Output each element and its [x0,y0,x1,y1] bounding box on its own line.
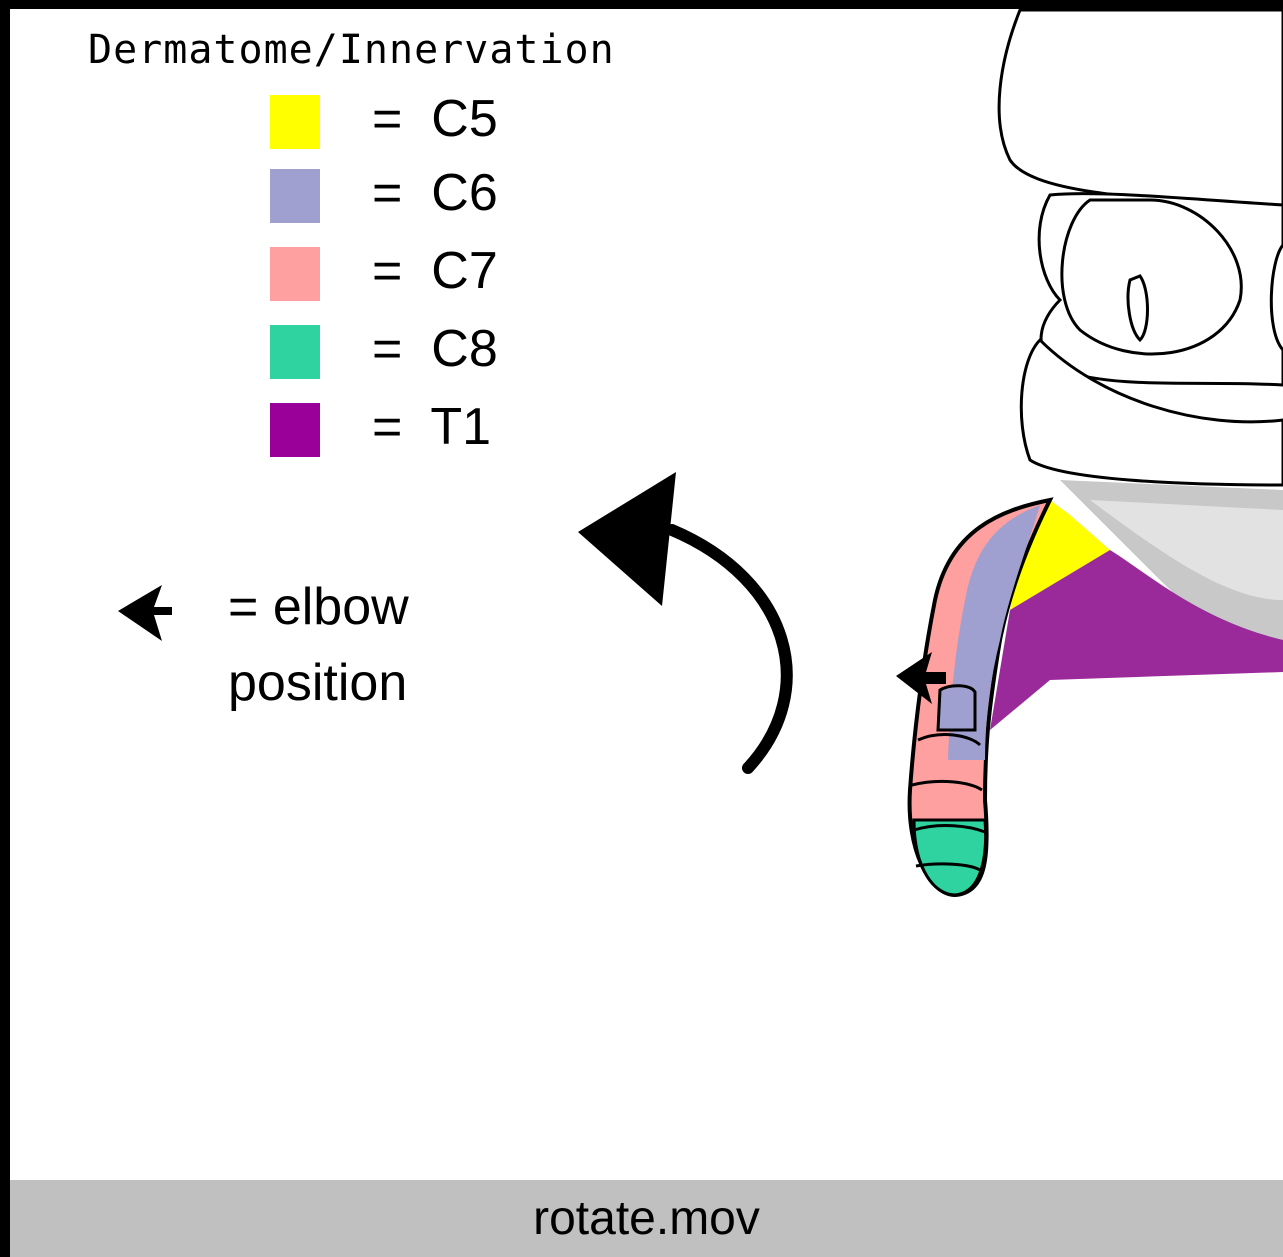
head-outline [999,10,1283,485]
arm-rotation-illustration [0,0,1283,1180]
curved-arrow-icon [578,472,787,768]
footer-bar: rotate.mov [10,1180,1283,1257]
movie-filename: rotate.mov [533,1191,760,1246]
